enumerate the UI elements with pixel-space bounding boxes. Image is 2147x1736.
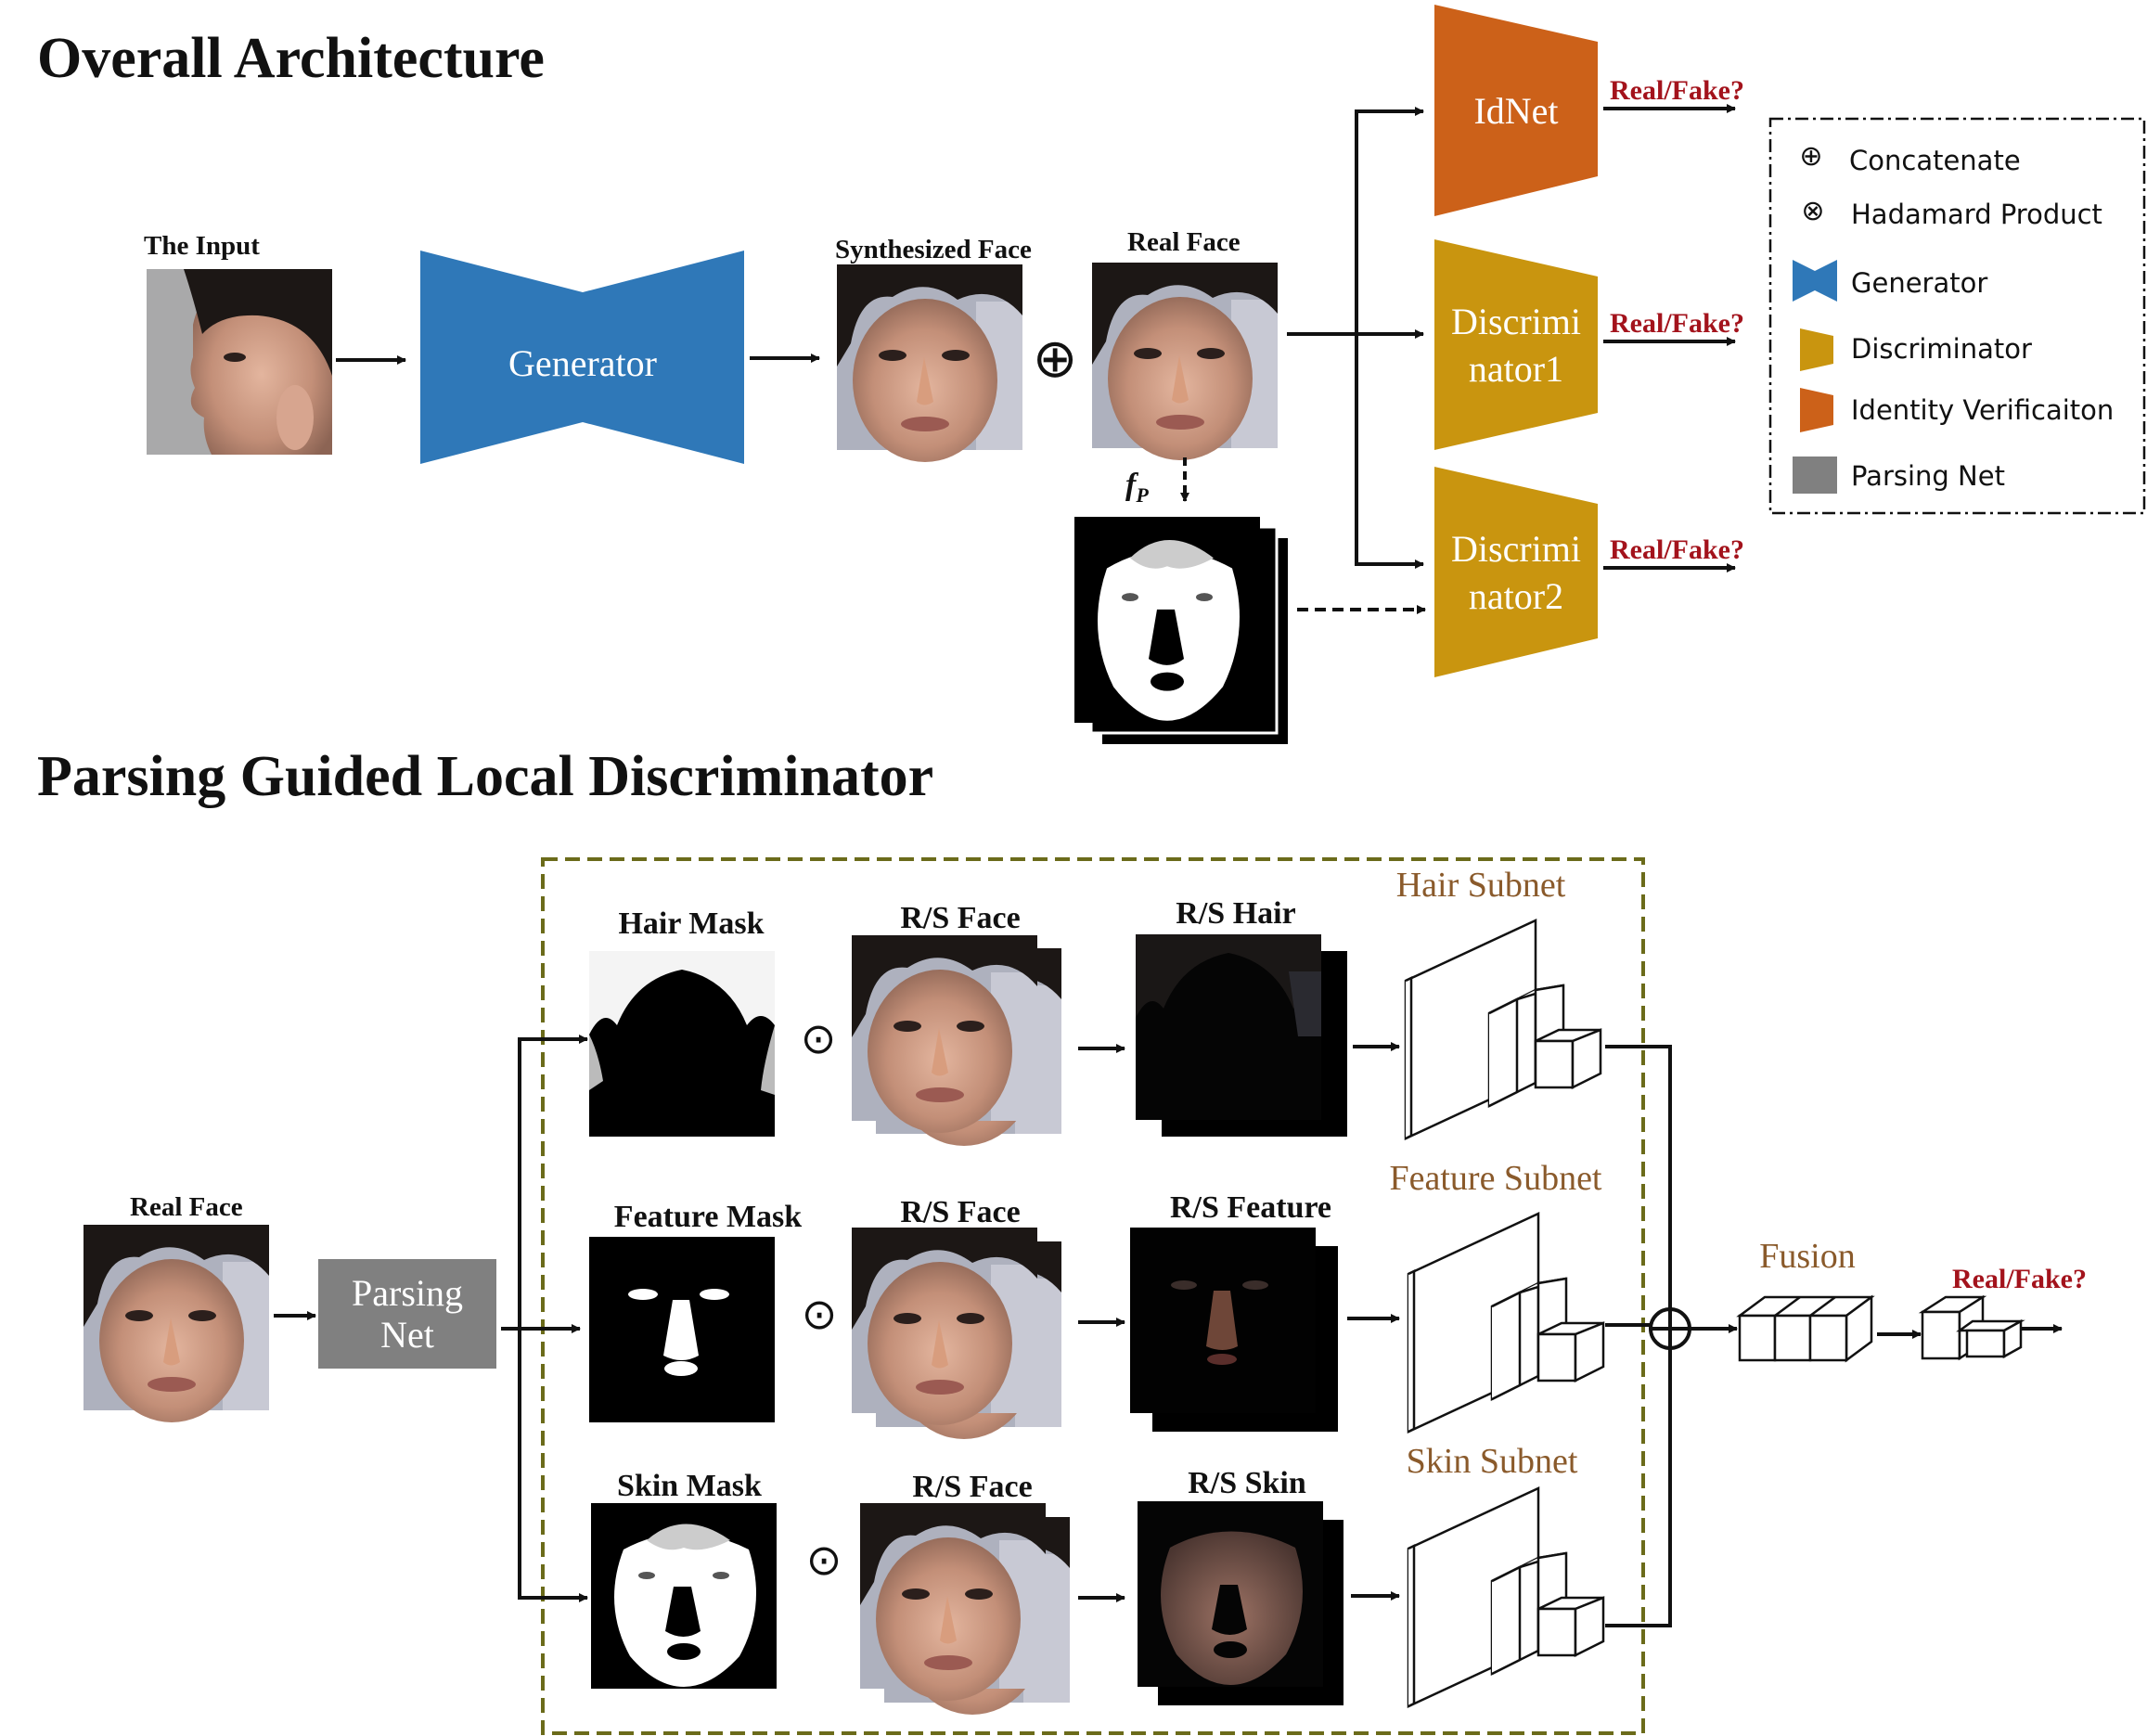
rs-face-stack-feature <box>852 1228 1061 1439</box>
rs-hair-stack <box>1136 934 1347 1137</box>
feature-mask-label: Feature Mask <box>614 1200 802 1234</box>
concat-symbol: ⊕ <box>1033 327 1078 390</box>
synth-face-label: Synthesized Face <box>835 235 1032 264</box>
generator-label: Generator <box>508 342 657 384</box>
rs-hair-label: R/S Hair <box>1176 896 1295 931</box>
rs-feature-stack <box>1130 1228 1338 1432</box>
real-face-label-top: Real Face <box>1127 227 1241 257</box>
feature-subnet-label: Feature Subnet <box>1389 1159 1601 1198</box>
discriminator1-block <box>1434 239 1598 450</box>
parsing-net-line1: Parsing <box>352 1272 463 1314</box>
real-face-image-bottom <box>84 1225 269 1422</box>
legend-discriminator-label: Discriminator <box>1851 333 2032 365</box>
rs-skin-stack <box>1138 1501 1343 1705</box>
generator-icon <box>1793 260 1837 302</box>
synthesized-face-image <box>837 264 1022 462</box>
rs-skin-label: R/S Skin <box>1188 1466 1306 1500</box>
feature-mask-image <box>589 1237 775 1422</box>
idnet-label: IdNet <box>1473 90 1558 132</box>
input-face-image <box>147 269 332 455</box>
legend-identity-label: Identity Verificaiton <box>1851 394 2114 426</box>
discriminator-icon <box>1800 328 1833 371</box>
discriminator1-label-line2: nator1 <box>1469 348 1563 390</box>
legend-concat-label: Concatenate <box>1849 145 2021 176</box>
legend-hadamard-symbol: ⊗ <box>1801 195 1824 227</box>
idnet-block <box>1434 5 1598 216</box>
fusion-block <box>1736 1294 1875 1363</box>
hadamard-symbol-feature: ⊙ <box>802 1289 838 1339</box>
real-fake-disc1: Real/Fake? <box>1610 308 1744 339</box>
skin-mask-label: Skin Mask <box>617 1469 762 1503</box>
rs-face-label-hair: R/S Face <box>900 901 1020 935</box>
hadamard-symbol-hair: ⊙ <box>801 1013 837 1063</box>
hadamard-symbol-skin: ⊙ <box>806 1535 842 1585</box>
skin-mask-image <box>591 1503 777 1689</box>
legend-hadamard-label: Hadamard Product <box>1851 199 2102 230</box>
discriminator2-label-line1: Discrimi <box>1451 528 1581 570</box>
skin-subnet-label: Skin Subnet <box>1407 1442 1578 1481</box>
fusion-label: Fusion <box>1759 1237 1855 1276</box>
rs-feature-label: R/S Feature <box>1170 1190 1331 1225</box>
fp-label: fP <box>1125 468 1149 507</box>
hair-subnet-cnn <box>1404 919 1602 1140</box>
real-face-label-bottom: Real Face <box>130 1192 243 1222</box>
input-label: The Input <box>144 231 260 261</box>
feature-subnet-cnn <box>1407 1212 1605 1434</box>
parsing-icon <box>1793 457 1837 494</box>
real-fake-idnet: Real/Fake? <box>1610 75 1744 106</box>
title-overall-architecture: Overall Architecture <box>37 27 545 90</box>
legend-generator-label: Generator <box>1851 267 1987 299</box>
parsing-mask-stack <box>1074 517 1288 744</box>
real-fake-bottom: Real/Fake? <box>1952 1264 2087 1294</box>
title-parsing-guided: Parsing Guided Local Discriminator <box>37 745 933 808</box>
parsing-net-line2: Net <box>380 1314 434 1356</box>
hair-mask-label: Hair Mask <box>618 907 764 941</box>
legend-parsing-label: Parsing Net <box>1851 460 2005 492</box>
discriminator1-label-line1: Discrimi <box>1451 301 1581 342</box>
output-head-block <box>1918 1294 2025 1361</box>
rs-face-stack-skin <box>860 1503 1070 1715</box>
generator-block <box>420 251 744 464</box>
arrow-parsing-hair <box>518 1035 588 1329</box>
discriminator2-label-line2: nator2 <box>1469 575 1563 617</box>
hair-mask-image <box>589 951 775 1137</box>
local-discriminator-dashed-box <box>541 857 1645 1735</box>
skin-subnet-cnn <box>1407 1486 1605 1708</box>
arrow-to-disc2 <box>1355 334 1424 569</box>
arrow-parsing-skin <box>518 1329 588 1602</box>
legend-concat-symbol: ⊕ <box>1799 140 1822 173</box>
rs-face-label-feature: R/S Face <box>900 1195 1020 1229</box>
legend-box <box>1768 117 2146 515</box>
rs-face-label-skin: R/S Face <box>912 1470 1032 1504</box>
discriminator2-block <box>1434 467 1598 677</box>
rs-face-stack-hair <box>852 935 1061 1146</box>
arrow-to-idnet <box>1355 107 1424 334</box>
hair-subnet-label: Hair Subnet <box>1396 866 1566 905</box>
parsing-net-block <box>318 1259 496 1369</box>
real-face-image-top <box>1092 263 1278 460</box>
real-fake-disc2: Real/Fake? <box>1610 534 1744 565</box>
identity-icon <box>1800 388 1833 432</box>
